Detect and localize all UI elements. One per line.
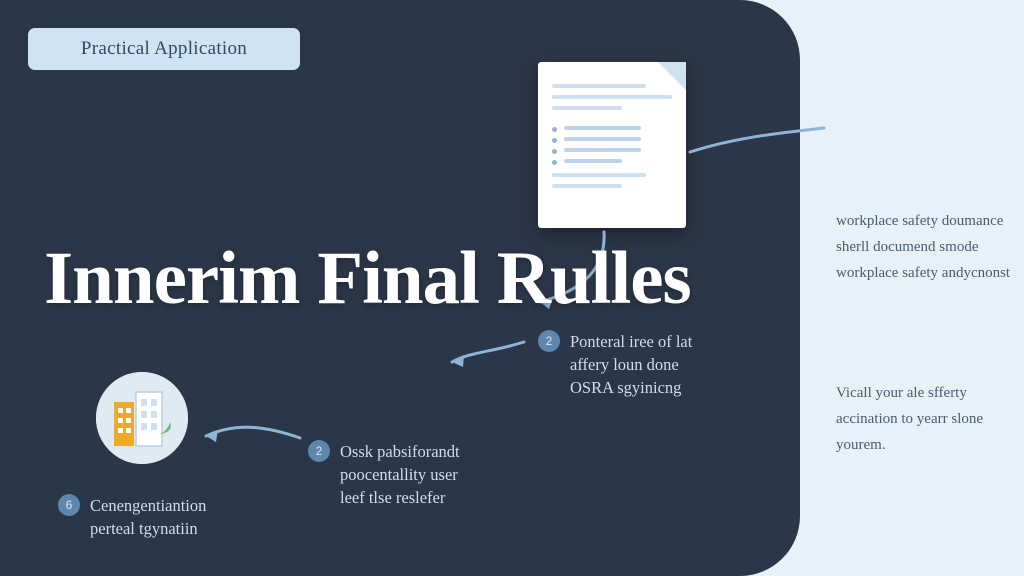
document-bullet-line [564, 126, 641, 130]
side-paragraph-1: workplace safety doumance sherll documen… [836, 213, 1011, 281]
city-building-icon-svg [96, 372, 188, 464]
step-item-3: 2 Ponteral iree of lat affery loun done … [538, 330, 780, 399]
light-background-panel [800, 0, 1024, 576]
badge-practical-application: Practical Application [28, 28, 300, 70]
step-number-badge: 6 [58, 494, 80, 516]
step-text-3: Ponteral iree of lat affery loun done OS… [570, 330, 780, 399]
step-text-line: poocentallity user [340, 465, 458, 484]
document-line [552, 184, 622, 188]
document-line [552, 106, 622, 110]
city-building-icon [96, 372, 188, 464]
page-title: Innerim Final Rulles [44, 237, 692, 320]
step-text-line: affery loun done [570, 355, 679, 374]
step-text-1: Cenengentiantion perteal tgynatiin [90, 494, 300, 540]
step-text-line: OSRA sgyinicng [570, 378, 682, 397]
side-paragraph-2: Vicall your ale sfferty accination to ye… [836, 385, 984, 453]
document-line [552, 84, 646, 88]
document-bullet-line [564, 148, 641, 152]
step-number-badge: 2 [538, 330, 560, 352]
step-item-1: 6 Cenengentiantion perteal tgynatiin [58, 494, 300, 540]
step-text-2: Ossk pabsiforandt poocentallity user lee… [340, 440, 550, 509]
badge-label: Practical Application [80, 38, 248, 59]
document-icon [538, 62, 686, 228]
document-text-lines [552, 84, 672, 195]
step-text-line: leef tlse reslefer [340, 488, 446, 507]
step-item-2: 2 Ossk pabsiforandt poocentallity user l… [308, 440, 550, 509]
step-number-badge: 2 [308, 440, 330, 462]
step-text-line: Ponteral iree of lat [570, 332, 693, 351]
step-text-line: Cenengentiantion [90, 496, 207, 515]
document-bullet-line [564, 137, 641, 141]
document-bullet-line [564, 159, 622, 163]
step-text-line: perteal tgynatiin [90, 519, 198, 538]
document-line [552, 95, 672, 99]
document-line [552, 173, 646, 177]
step-text-line: Ossk pabsiforandt [340, 442, 460, 461]
